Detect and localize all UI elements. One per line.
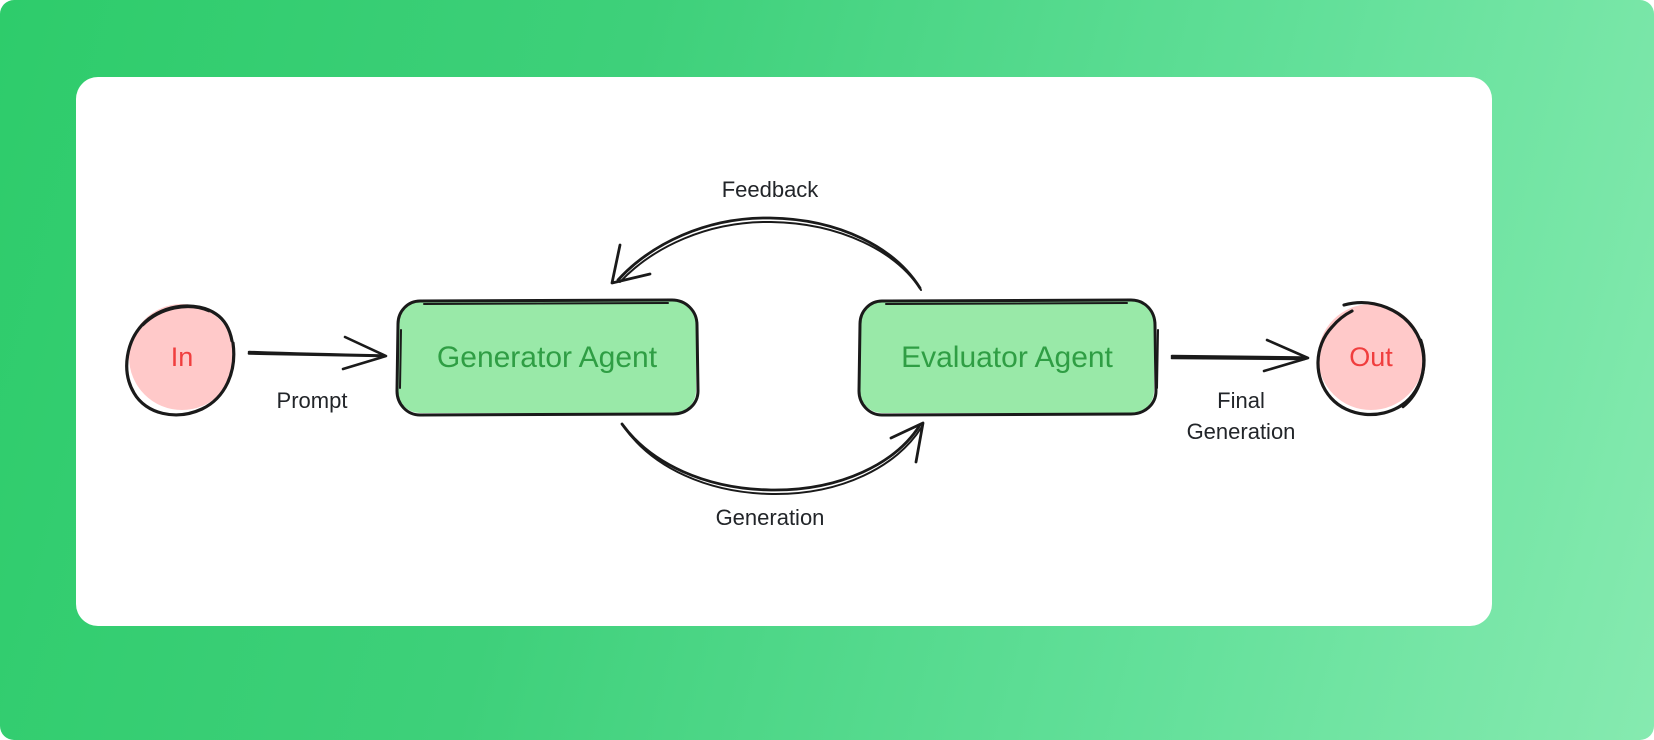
- node-evaluator-outline: [857, 298, 1158, 417]
- node-in-shape: [129, 304, 235, 410]
- node-generator-outline: [395, 298, 700, 417]
- final-generation-arrow-line: [1170, 354, 1305, 359]
- node-evaluator-outline-ghost: [885, 302, 1159, 389]
- feedback-arrow-line: [616, 216, 922, 290]
- node-evaluator-shape: [860, 301, 1154, 413]
- edge-label-feedback: Feedback: [722, 177, 820, 202]
- node-evaluator[interactable]: Evaluator Agent: [857, 298, 1159, 417]
- edge-label-generation: Generation: [716, 505, 825, 530]
- node-in-label: In: [171, 342, 194, 372]
- edge-generation: Generation: [620, 421, 925, 530]
- edge-prompt: Prompt: [247, 335, 388, 413]
- node-in-outline: [125, 304, 236, 417]
- generation-arrow-line-ghost: [623, 426, 922, 496]
- node-generator[interactable]: Generator Agent: [395, 298, 700, 417]
- edge-label-prompt: Prompt: [277, 388, 348, 413]
- node-generator-outline-ghost: [399, 302, 669, 389]
- node-generator-label: Generator Agent: [437, 341, 658, 374]
- node-evaluator-label: Evaluator Agent: [901, 341, 1113, 374]
- node-out-outline: [1316, 301, 1426, 417]
- diagram-card: [76, 77, 1492, 626]
- edge-label-final-generation-line2: Generation: [1187, 419, 1296, 444]
- edge-feedback: Feedback: [610, 177, 922, 291]
- final-generation-arrow-head: [1262, 338, 1310, 373]
- node-out-label: Out: [1349, 342, 1393, 372]
- node-out[interactable]: Out: [1316, 301, 1426, 417]
- final-generation-arrow-line-ghost: [1170, 356, 1306, 361]
- feedback-arrow-line-ghost: [619, 220, 922, 291]
- node-in[interactable]: In: [125, 304, 236, 417]
- generation-arrow-line: [620, 422, 922, 492]
- edge-final-generation: Final Generation: [1170, 338, 1310, 444]
- prompt-arrow-line-ghost: [247, 352, 385, 358]
- generation-arrow-head: [889, 421, 925, 464]
- node-in-outline-ghost: [141, 305, 211, 327]
- node-out-shape: [1318, 304, 1424, 410]
- edge-label-final-generation-line1: Final: [1217, 388, 1265, 413]
- prompt-arrow-head: [341, 335, 388, 371]
- feedback-arrow-head: [610, 243, 652, 285]
- node-generator-shape: [398, 301, 696, 413]
- node-out-outline-ghost: [1401, 338, 1426, 409]
